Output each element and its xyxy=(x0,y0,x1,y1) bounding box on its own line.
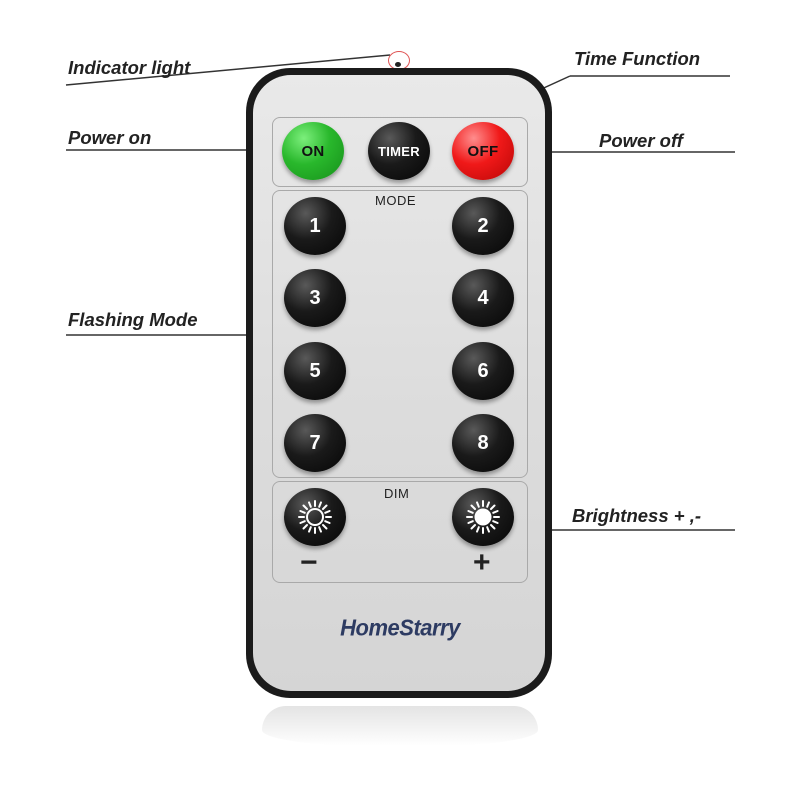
mode-button-5-label: 5 xyxy=(309,359,321,382)
power-panel xyxy=(272,117,528,187)
plus-sign: + xyxy=(473,546,491,579)
indicator-light-line xyxy=(65,54,391,86)
timer-button-label: TIMER xyxy=(378,143,420,159)
mode-button-6-label: 6 xyxy=(477,359,489,382)
callout-brightness: Brightness + ,- xyxy=(572,505,702,526)
mode-button-3[interactable]: 3 xyxy=(284,269,346,327)
mode-panel xyxy=(272,190,528,478)
mode-button-4[interactable]: 4 xyxy=(452,269,514,327)
indicator-light xyxy=(395,62,401,67)
mode-button-7[interactable]: 7 xyxy=(284,414,346,472)
mode-button-4-label: 4 xyxy=(477,286,489,309)
callout-power-off: Power off xyxy=(599,130,683,151)
on-button-label: ON xyxy=(301,142,325,160)
mode-button-1[interactable]: 1 xyxy=(284,197,346,255)
minus-sign: − xyxy=(300,546,318,579)
remote-reflection xyxy=(262,706,538,746)
mode-button-6[interactable]: 6 xyxy=(452,342,514,400)
mode-button-2[interactable]: 2 xyxy=(452,197,514,255)
mode-label: MODE xyxy=(375,193,416,208)
on-button[interactable]: ON xyxy=(282,122,344,180)
callout-time-function: Time Function xyxy=(574,48,701,69)
mode-button-5[interactable]: 5 xyxy=(284,342,346,400)
off-button[interactable]: OFF xyxy=(452,122,514,180)
dim-label: DIM xyxy=(384,486,410,501)
dim-plus-button[interactable] xyxy=(452,488,514,546)
callout-flashing-mode: Flashing Mode xyxy=(68,309,198,330)
dim-minus-button[interactable] xyxy=(284,488,346,546)
callout-indicator-light: Indicator light xyxy=(68,57,191,78)
mode-button-1-label: 1 xyxy=(309,214,321,237)
mode-button-3-label: 3 xyxy=(309,286,321,309)
mode-button-8[interactable]: 8 xyxy=(452,414,514,472)
mode-button-8-label: 8 xyxy=(477,431,489,454)
brand-logo: HomeStarry xyxy=(340,614,460,641)
timer-button[interactable]: TIMER xyxy=(368,122,430,180)
off-button-label: OFF xyxy=(467,142,499,160)
sun-filled-icon xyxy=(466,500,500,534)
mode-button-7-label: 7 xyxy=(309,431,321,454)
callout-power-on: Power on xyxy=(68,127,152,148)
sun-outline-icon xyxy=(298,500,332,534)
mode-button-2-label: 2 xyxy=(477,214,489,237)
dim-panel xyxy=(272,481,528,583)
